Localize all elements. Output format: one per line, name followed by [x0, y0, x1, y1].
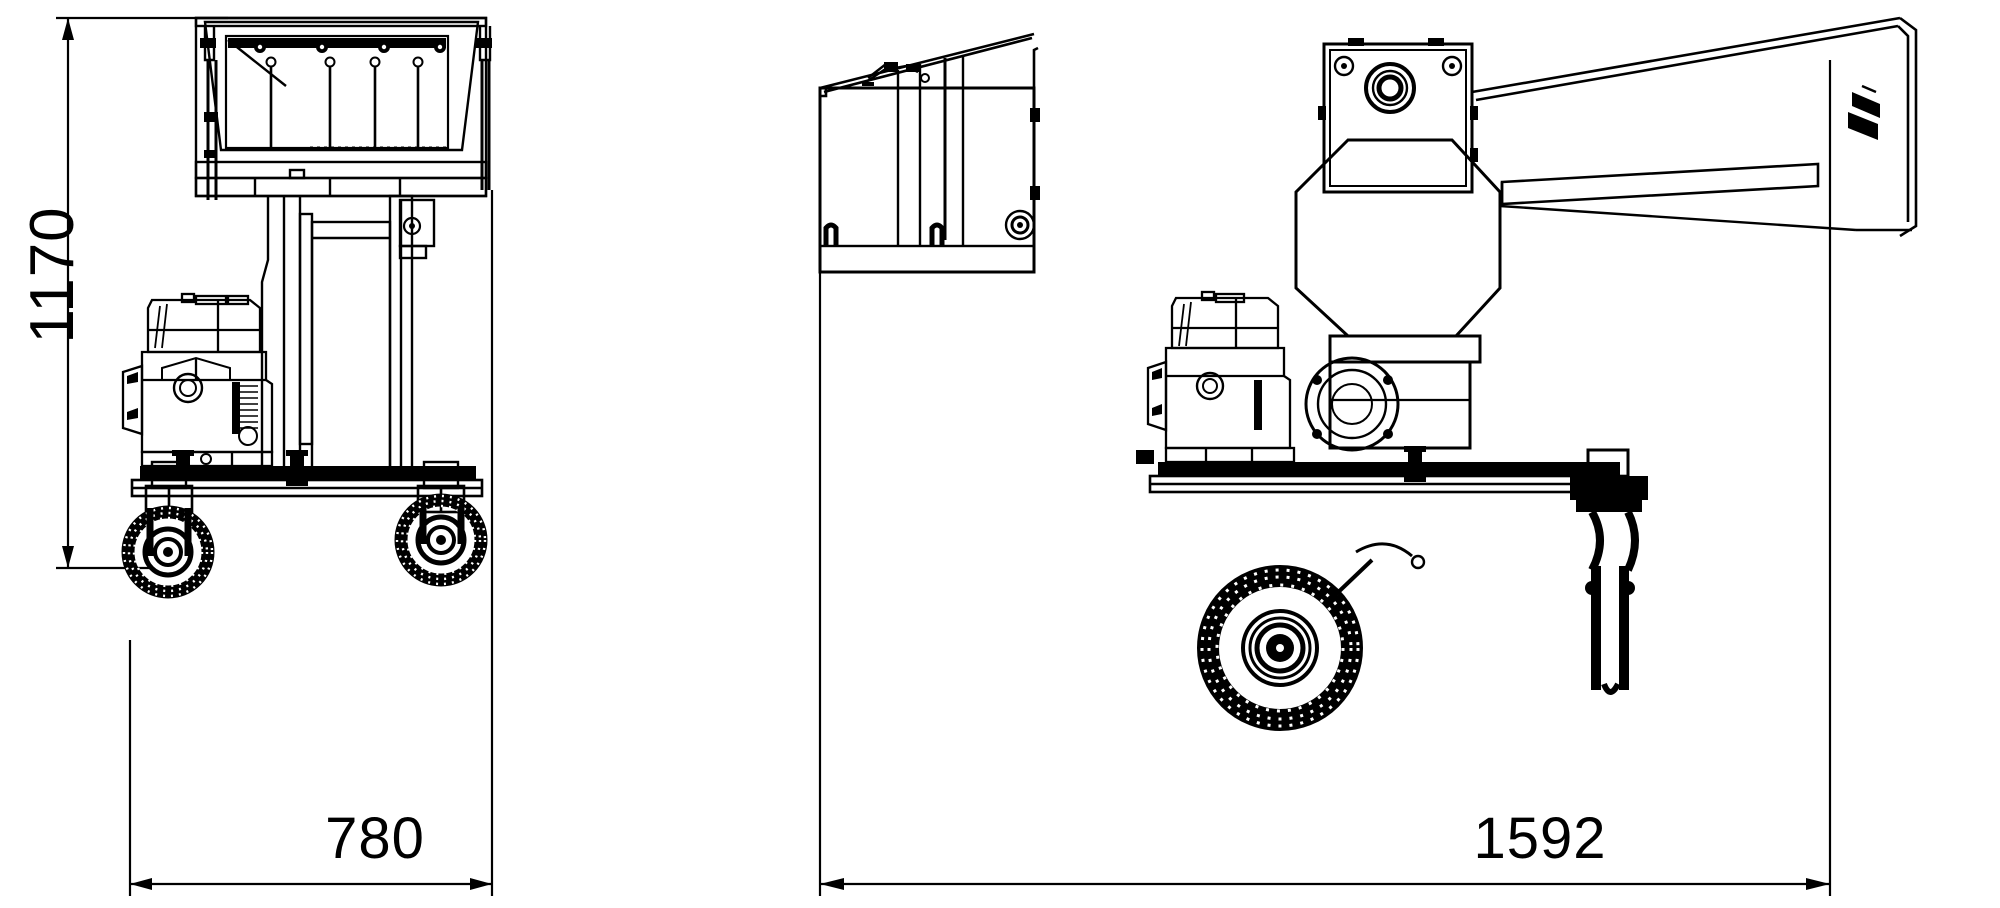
dimension-width-label: 780 — [325, 806, 425, 871]
front-view-group — [56, 16, 494, 896]
discharge-chute — [1471, 16, 1918, 238]
caster-wheel-right — [394, 460, 488, 587]
side-view-group — [818, 16, 1918, 896]
gearbox-housing — [1318, 38, 1478, 194]
pneumatic-wheel — [1197, 542, 1426, 731]
frame-side — [1136, 446, 1630, 494]
gasoline-engine-front — [121, 292, 274, 468]
dimension-height-label: 1170 — [17, 206, 87, 344]
gasoline-engine-side — [1146, 290, 1400, 464]
hopper-lift-handles — [200, 26, 492, 200]
front-view-dimension-lines — [56, 16, 494, 896]
hopper-front — [194, 16, 488, 198]
caster-wheel-left — [121, 460, 215, 599]
caster-wheel-side — [1570, 448, 1648, 695]
dimension-length-label: 1592 — [1473, 806, 1607, 871]
hopper-knob-icon — [1004, 209, 1036, 241]
funnel-side — [1294, 138, 1502, 450]
hopper-side-panel — [818, 32, 1040, 274]
support-column-front — [260, 194, 436, 474]
